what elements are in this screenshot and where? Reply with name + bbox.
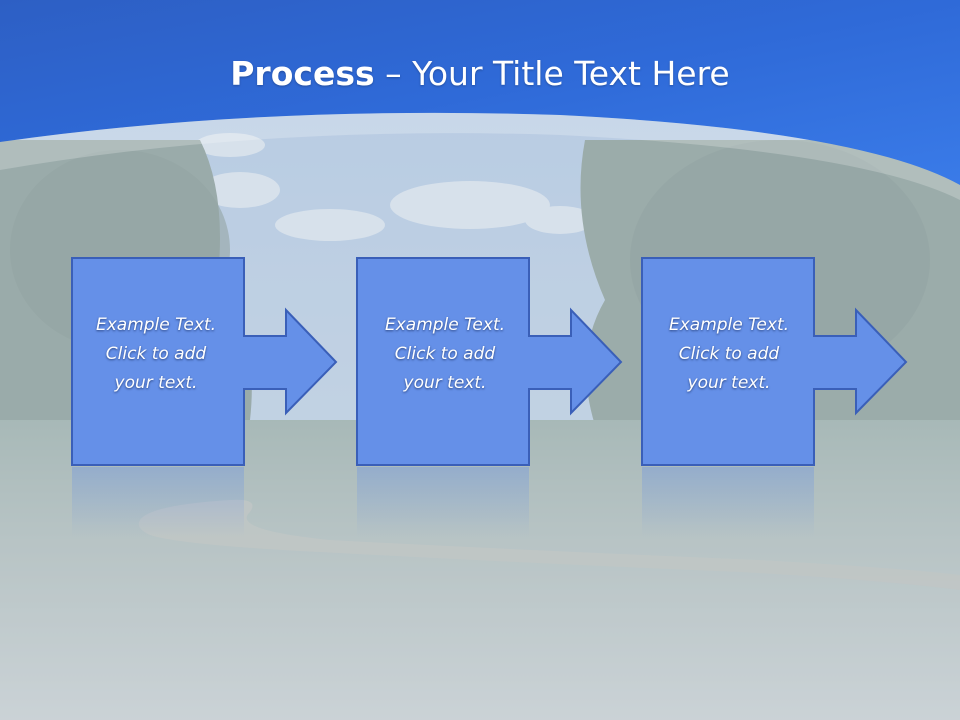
header-band bbox=[0, 0, 960, 185]
process-step-shape-2[interactable] bbox=[356, 257, 623, 466]
process-step-text-3[interactable]: Example Text. Click to add your text. bbox=[643, 311, 815, 398]
shape-reflections bbox=[72, 467, 814, 537]
process-step-text-2[interactable]: Example Text. Click to add your text. bbox=[359, 311, 531, 398]
step-line-3: your text. bbox=[687, 373, 771, 393]
header-highlight bbox=[0, 112, 960, 200]
slide-title[interactable]: Process – Your Title Text Here bbox=[0, 52, 960, 96]
title-bold-part: Process bbox=[230, 54, 375, 93]
step-line-3: your text. bbox=[114, 373, 198, 393]
path-shape bbox=[138, 499, 960, 590]
process-step-shape-1[interactable] bbox=[71, 257, 338, 466]
step-line-3: your text. bbox=[403, 373, 487, 393]
step-line-1: Example Text. bbox=[95, 315, 217, 335]
step-line-1: Example Text. bbox=[668, 315, 790, 335]
cloud-shapes bbox=[195, 133, 595, 241]
step-line-2: Click to add bbox=[105, 344, 207, 364]
title-rest-part: – Your Title Text Here bbox=[374, 54, 730, 93]
step-line-2: Click to add bbox=[678, 344, 780, 364]
process-step-shape-3[interactable] bbox=[641, 257, 908, 466]
step-line-2: Click to add bbox=[394, 344, 496, 364]
step-line-1: Example Text. bbox=[384, 315, 506, 335]
process-step-text-1[interactable]: Example Text. Click to add your text. bbox=[70, 311, 242, 398]
